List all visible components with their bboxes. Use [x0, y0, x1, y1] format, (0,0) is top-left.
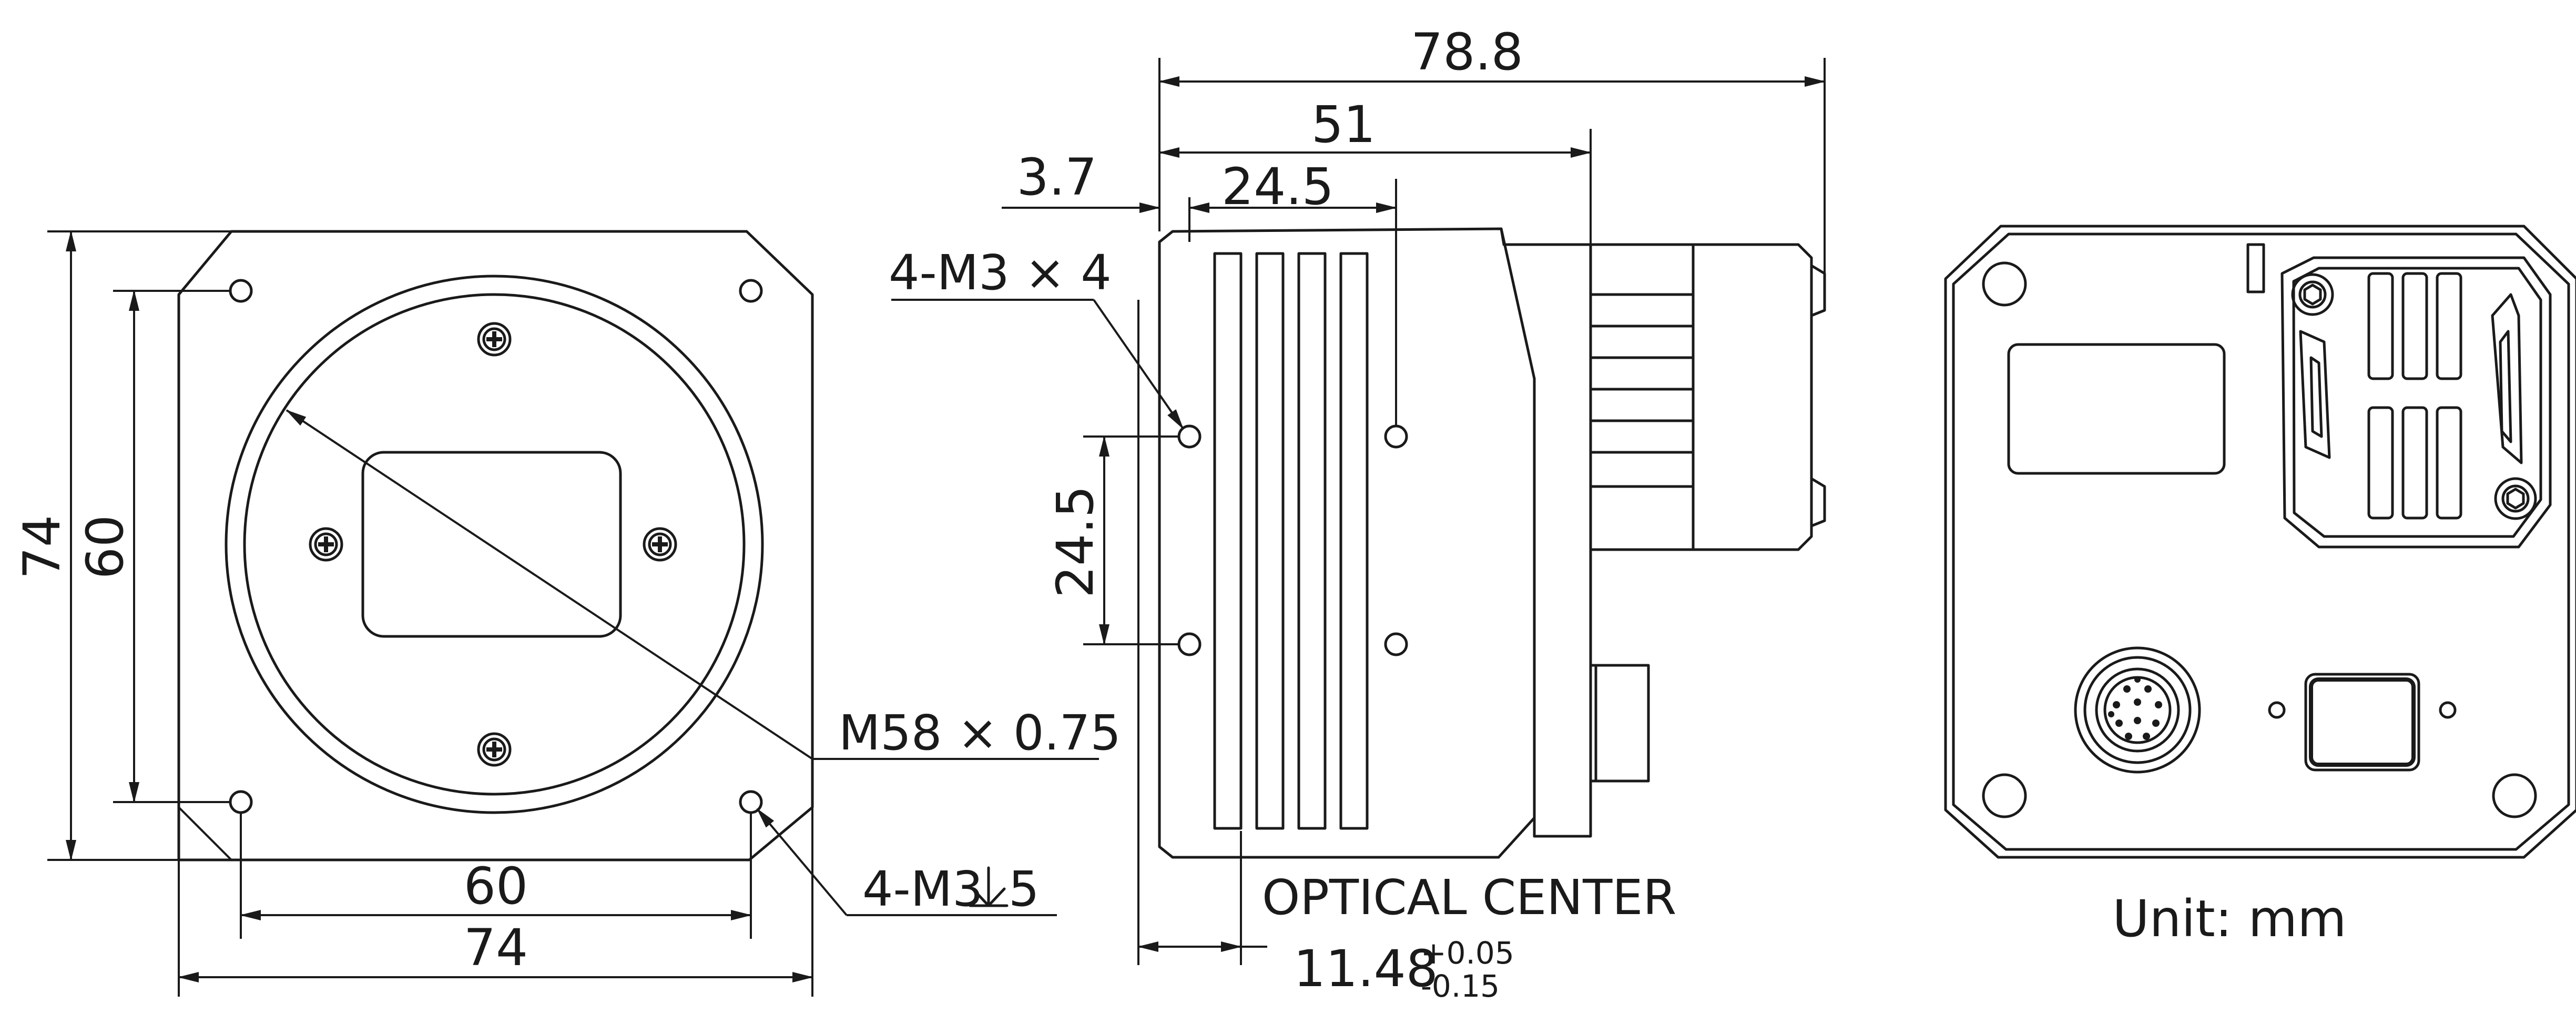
- dim-offset: 3.7: [1017, 148, 1097, 207]
- mount-screw-icon: [309, 527, 343, 562]
- ethernet-port: [2304, 673, 2420, 772]
- side-view: 78.8 51 3.7 24.5 4-M3 × 4 24.5 OPTICAL C…: [889, 23, 1826, 1004]
- side-rear-connector: [1589, 243, 1695, 551]
- rear-housing-inner: [1952, 232, 2570, 851]
- mounting-hole: [739, 279, 763, 303]
- optical-center-label: OPTICAL CENTER: [1262, 869, 1676, 926]
- mount-screw-icon: [477, 732, 512, 767]
- mount-screw-icon: [643, 527, 677, 562]
- cooling-fin: [1297, 252, 1327, 830]
- dim-total-length: 78.8: [1411, 23, 1523, 82]
- dim-hole-spacing-h: 24.5: [1221, 157, 1334, 216]
- dim-body-length: 51: [1311, 95, 1376, 154]
- rear-view: Unit: mm: [1944, 225, 2576, 948]
- unit-label: Unit: mm: [2112, 889, 2346, 948]
- mount-screw-icon: [477, 322, 512, 357]
- mounting-hole: [1177, 632, 1202, 656]
- svg-text:5: 5: [1009, 861, 1040, 917]
- depth-symbol-icon: [969, 866, 1009, 907]
- tolerance-upper: +0.05: [1421, 935, 1514, 971]
- side-rear-body: [1500, 227, 1592, 838]
- cooling-fin: [1255, 252, 1285, 830]
- mounting-hole: [229, 279, 253, 303]
- torx-screw-icon: [2494, 477, 2537, 520]
- hole-depth-label: 4-M3: [862, 861, 983, 917]
- sensor-window: [361, 451, 622, 638]
- dim-height-outer: 74: [13, 515, 72, 579]
- dim-hole-spacing-v: 24.5: [1046, 485, 1105, 598]
- optical-center-value: 11.48: [1294, 939, 1438, 998]
- dim-width-outer: 74: [464, 918, 528, 977]
- side-io-connector: [1589, 664, 1650, 783]
- cooling-fin: [1213, 252, 1243, 830]
- front-view: M58 × 0.75 4-M3 5 74 60 60 74: [13, 230, 1121, 997]
- dim-width-holes: 60: [464, 857, 528, 916]
- rear-label-plate: [2007, 343, 2226, 475]
- tolerance-lower: -0.15: [1421, 968, 1500, 1004]
- mounting-hole: [1384, 632, 1408, 656]
- dim-height-holes: 60: [76, 515, 135, 579]
- mounting-hole: [229, 790, 253, 814]
- mounting-hole: [1177, 424, 1202, 449]
- mount-outer-ring: [225, 275, 764, 814]
- io-connector-icon: [2074, 646, 2201, 774]
- rear-housing-outer: [1944, 225, 2576, 859]
- rear-vent-cover: [2280, 256, 2552, 549]
- mounting-hole: [1384, 424, 1408, 449]
- side-hole-label: 4-M3 × 4: [889, 245, 1112, 301]
- mount-inner-ring: [243, 293, 746, 796]
- thread-label: M58 × 0.75: [839, 705, 1121, 761]
- torx-screw-icon: [2291, 273, 2334, 316]
- cooling-fin: [1339, 252, 1369, 830]
